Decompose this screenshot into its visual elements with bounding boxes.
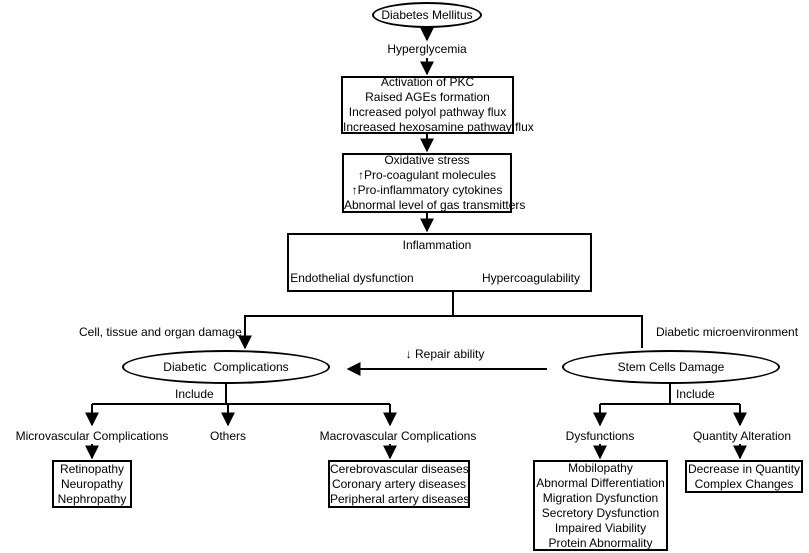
branch-line-right bbox=[453, 315, 643, 348]
macro-items-box: Cerebrovascular diseases Coronary artery… bbox=[328, 460, 470, 508]
mechanism-item: Activation of PKC bbox=[380, 75, 475, 89]
complications-label: Diabetic Complications bbox=[163, 360, 289, 374]
micro-items-box: Retinopathy Neuropathy Nephropathy bbox=[52, 460, 132, 508]
mechanism-item: Increased polyol pathway flux bbox=[348, 105, 507, 119]
dysfunction-item: Secretory Dysfunction bbox=[541, 505, 660, 520]
macrovascular-label: Macrovascular Complications bbox=[319, 429, 477, 443]
dysfunction-items-box: Mobilopathy Abnormal Differentiation Mig… bbox=[533, 460, 668, 551]
quantity-alteration-label: Quantity Alteration bbox=[692, 429, 792, 443]
stress-item: ↑Pro-inflammatory cytokines bbox=[351, 183, 503, 197]
inflammation-label: Inflammation bbox=[402, 238, 472, 252]
include-left-label: Include bbox=[175, 387, 214, 401]
micro-item: Neuropathy bbox=[60, 476, 124, 491]
repair-ability-label: ↓ Repair ability bbox=[405, 347, 485, 361]
stem-cells-oval: Stem Cells Damage bbox=[562, 350, 780, 384]
stress-item: Abnormal level of gas transmitters bbox=[344, 198, 526, 212]
branch-line bbox=[238, 292, 454, 350]
dysfunction-item: Migration Dysfunction bbox=[542, 490, 659, 505]
dysfunction-item: Mobilopathy bbox=[568, 460, 633, 475]
mechanism-item: Raised AGEs formation bbox=[365, 90, 490, 104]
macro-item: Coronary artery diseases bbox=[331, 476, 467, 491]
stem-cells-label: Stem Cells Damage bbox=[617, 360, 725, 374]
microvascular-label: Microvascular Complications bbox=[15, 429, 169, 443]
macro-item: Cerebrovascular diseases bbox=[330, 461, 469, 476]
quantity-items-box: Decrease in Quantity Complex Changes bbox=[685, 460, 803, 493]
mechanism-item: Increased hexosamine pathway flux bbox=[343, 120, 534, 134]
endothelial-label: Endothelial dysfunction bbox=[290, 271, 414, 285]
dysfunctions-label: Dysfunctions bbox=[565, 429, 635, 443]
cell-damage-label: Cell, tissue and organ damage bbox=[79, 325, 242, 339]
include-right-label: Include bbox=[676, 387, 715, 401]
hyperglycemia-label: Hyperglycemia bbox=[387, 42, 467, 56]
dysfunction-item: Abnormal Differentiation bbox=[536, 475, 665, 490]
others-label: Others bbox=[209, 429, 247, 443]
diabetes-label: Diabetes Mellitus bbox=[381, 8, 473, 22]
microenvironment-label: Diabetic microenvironment bbox=[656, 325, 799, 339]
stress-item: Oxidative stress bbox=[384, 153, 470, 167]
dysfunction-item: Protein Abnormality bbox=[548, 535, 653, 550]
stress-item: ↑Pro-coagulant molecules bbox=[357, 168, 497, 182]
dysfunction-item: Impaired Viability bbox=[554, 520, 647, 535]
quantity-item: Complex Changes bbox=[694, 476, 794, 491]
complications-oval: Diabetic Complications bbox=[122, 350, 330, 384]
stress-box: Oxidative stress ↑Pro-coagulant molecule… bbox=[342, 153, 526, 213]
macro-item: Peripheral artery diseases bbox=[330, 491, 470, 506]
diabetes-oval: Diabetes Mellitus bbox=[372, 2, 482, 28]
pathology-box bbox=[287, 233, 592, 292]
quantity-item: Decrease in Quantity bbox=[687, 461, 801, 476]
micro-item: Nephropathy bbox=[57, 491, 127, 506]
micro-item: Retinopathy bbox=[59, 461, 125, 476]
hypercoag-label: Hypercoagulability bbox=[481, 271, 581, 285]
mechanisms-box: Activation of PKC Raised AGEs formation … bbox=[341, 75, 534, 134]
